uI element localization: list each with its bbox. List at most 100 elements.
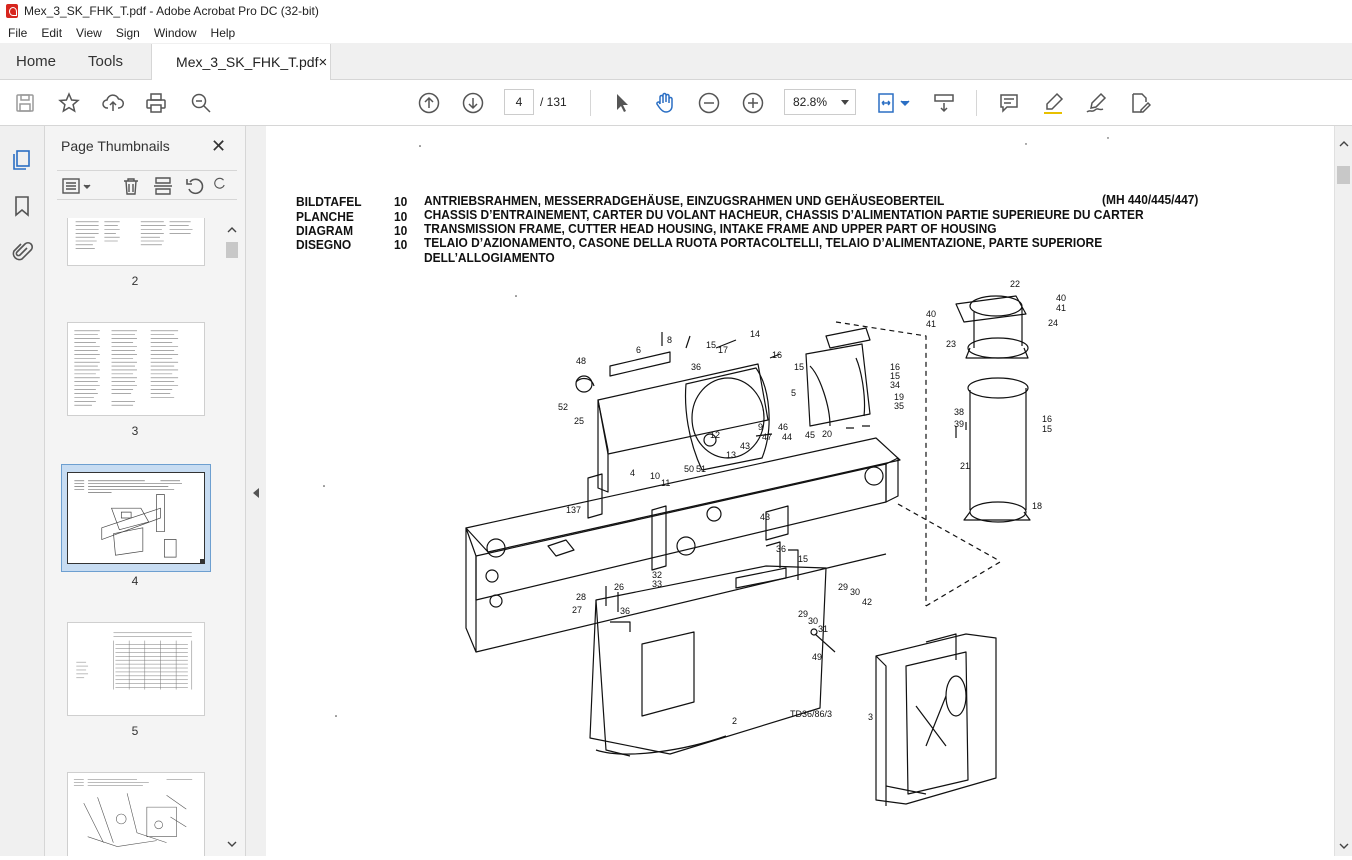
svg-text:30: 30 (808, 616, 818, 626)
header-num: 10 (394, 209, 408, 224)
header-lang-fr: PLANCHE (296, 209, 354, 224)
svg-text:34: 34 (890, 380, 900, 390)
toolbar-divider (976, 90, 977, 116)
menu-window[interactable]: Window (153, 25, 197, 40)
rotate-right-icon[interactable] (213, 176, 227, 196)
bookmarks-icon[interactable] (10, 194, 34, 218)
insert-page-icon[interactable] (153, 176, 173, 196)
header-lang-it: DISEGNO (296, 237, 352, 252)
thumbnail-resize-handle[interactable] (200, 559, 205, 564)
bookmark-star-icon[interactable] (57, 91, 81, 115)
document-viewer[interactable]: BILDTAFEL 10 ANTRIEBSRAHMEN, MESSERRADGE… (266, 126, 1334, 856)
scroll-mode-icon[interactable] (932, 91, 956, 115)
scroll-up-icon[interactable] (224, 222, 240, 238)
hand-tool-icon[interactable] (653, 91, 677, 115)
highlight-icon[interactable] (1041, 91, 1065, 115)
page-down-icon[interactable] (461, 91, 485, 115)
svg-text:28: 28 (576, 592, 586, 602)
zoom-out-icon[interactable] (697, 91, 721, 115)
svg-text:19: 19 (894, 392, 904, 402)
delete-page-icon[interactable] (121, 176, 141, 196)
close-tab-icon[interactable]: × (318, 53, 328, 71)
tab-document[interactable]: Mex_3_SK_FHK_T.pdf × (151, 44, 332, 80)
panel-title: Page Thumbnails (61, 138, 170, 154)
menu-file[interactable]: File (8, 25, 28, 40)
thumbnail-scrollbar[interactable] (224, 218, 240, 854)
thumbnail-page-2[interactable] (67, 218, 205, 266)
document-tab-label: Mex_3_SK_FHK_T.pdf (176, 54, 319, 70)
thumbnail-label: 4 (131, 574, 139, 588)
tab-tools[interactable]: Tools (88, 52, 124, 70)
svg-text:15: 15 (798, 554, 808, 564)
search-zoom-icon[interactable] (189, 91, 213, 115)
fit-page-icon[interactable] (876, 91, 912, 115)
document-scrollbar[interactable] (1334, 126, 1352, 856)
svg-text:31: 31 (818, 624, 828, 634)
thumbnail-page-3[interactable] (67, 322, 205, 416)
svg-text:12: 12 (710, 430, 720, 440)
sign-icon[interactable] (1084, 91, 1108, 115)
svg-text:36: 36 (620, 606, 630, 616)
svg-text:13: 13 (726, 450, 736, 460)
svg-text:43: 43 (740, 441, 750, 451)
page-thumbnails-icon[interactable] (10, 148, 34, 172)
header-title-it-cont: DELL’ALLOGIAMENTO (424, 250, 555, 265)
comment-icon[interactable] (997, 91, 1021, 115)
svg-text:6: 6 (636, 345, 641, 355)
svg-text:26: 26 (614, 582, 624, 592)
scroll-down-icon[interactable] (224, 836, 240, 852)
header-title-en: TRANSMISSION FRAME, CUTTER HEAD HOUSING,… (424, 221, 997, 236)
thumbnail-page-5[interactable] (67, 622, 205, 716)
svg-text:47: 47 (762, 432, 772, 442)
scrollbar-thumb[interactable] (1337, 166, 1350, 184)
edit-pdf-icon[interactable] (1128, 91, 1152, 115)
thumbnail-page-4[interactable] (67, 472, 205, 564)
window-title: Mex_3_SK_FHK_T.pdf - Adobe Acrobat Pro D… (24, 4, 319, 18)
page-number-input[interactable]: 4 (504, 89, 534, 115)
menu-help[interactable]: Help (210, 25, 236, 40)
panel-collapse-strip[interactable] (246, 126, 266, 856)
scroll-up-icon[interactable] (1336, 136, 1352, 152)
page-up-icon[interactable] (417, 91, 441, 115)
select-cursor-icon[interactable] (609, 91, 633, 115)
page-total: / 131 (540, 95, 567, 109)
svg-text:25: 25 (574, 416, 584, 426)
close-panel-icon[interactable]: ✕ (211, 136, 227, 156)
header-title-fr: CHASSIS D’ENTRAINEMENT, CARTER DU VOLANT… (424, 207, 1144, 222)
header-title-de: ANTRIEBSRAHMEN, MESSERRADGEHÄUSE, EINZUG… (424, 193, 945, 208)
thumbnail-page-6[interactable] (67, 772, 205, 856)
tab-home[interactable]: Home (16, 52, 57, 70)
zoom-in-icon[interactable] (741, 91, 765, 115)
thumbnail-label: 2 (131, 274, 139, 288)
save-icon[interactable] (13, 91, 37, 115)
svg-text:11: 11 (661, 478, 670, 488)
svg-text:36: 36 (776, 544, 786, 554)
menu-edit[interactable]: Edit (41, 25, 63, 40)
left-navigation-rail (0, 126, 45, 856)
svg-text:35: 35 (894, 401, 904, 411)
thumbnail-label: 5 (131, 724, 139, 738)
thumbnail-toolbar (57, 170, 237, 200)
rotate-left-icon[interactable] (185, 176, 205, 196)
scroll-down-icon[interactable] (1336, 838, 1352, 854)
print-icon[interactable] (144, 91, 168, 115)
menu-sign[interactable]: Sign (115, 25, 140, 40)
svg-text:48: 48 (576, 356, 586, 366)
thumbnail-options-icon[interactable] (61, 176, 93, 196)
attachments-icon[interactable] (10, 240, 34, 264)
menu-view[interactable]: View (76, 25, 102, 40)
collapse-panel-icon[interactable] (253, 488, 259, 498)
svg-text:39: 39 (954, 419, 964, 429)
page-thumbnails-panel: Page Thumbnails ✕ 2 3 4 5 (45, 126, 246, 856)
header-lang-de: BILDTAFEL (296, 194, 362, 209)
svg-text:22: 22 (1010, 279, 1020, 289)
tab-bar: Home Tools Mex_3_SK_FHK_T.pdf × (0, 43, 1352, 80)
svg-text:10: 10 (650, 471, 660, 481)
zoom-level-select[interactable]: 82.8% (784, 89, 856, 115)
svg-text:21: 21 (960, 461, 970, 471)
acrobat-pdf-icon (6, 4, 18, 18)
upload-icon[interactable] (101, 91, 125, 115)
header-lang-en: DIAGRAM (296, 223, 354, 238)
scrollbar-thumb[interactable] (226, 242, 238, 258)
svg-text:15: 15 (706, 340, 716, 350)
